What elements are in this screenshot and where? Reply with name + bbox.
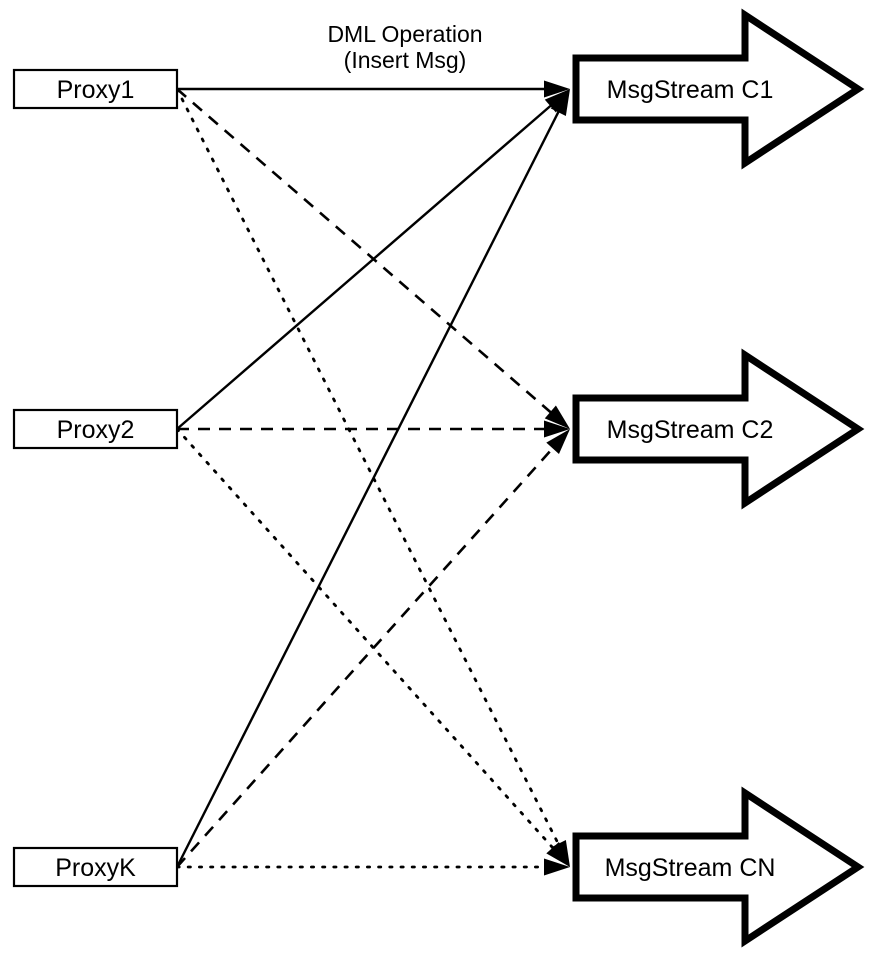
block-arrow-shape[interactable] [572, 786, 865, 948]
proxy-node-proxyk[interactable]: ProxyK [12, 846, 179, 888]
edge-label-dml-operation: DML Operation (Insert Msg) [327, 21, 482, 73]
edges-layer [175, 87, 563, 869]
proxy-label: Proxy2 [57, 416, 135, 444]
arrowhead-proxy2-to-cn [546, 841, 570, 867]
proxy-box[interactable] [12, 68, 179, 110]
msgstream-node-stream_cn[interactable]: MsgStream CN [572, 786, 865, 948]
proxy-box[interactable] [12, 408, 179, 450]
msgstream-node-stream_c1[interactable]: MsgStream C1 [572, 8, 865, 170]
arrowhead-proxy1-to-c2 [544, 405, 570, 429]
arrowhead-proxyk-to-c1 [550, 89, 570, 117]
block-arrow-shape[interactable] [572, 348, 865, 510]
arrowhead-proxy1-to-c1 [544, 80, 570, 98]
msgstream-node-stream_c2[interactable]: MsgStream C2 [572, 348, 865, 510]
arrowheads-layer [544, 80, 570, 876]
proxy-node-proxy2[interactable]: Proxy2 [12, 408, 179, 450]
block-arrow-shape[interactable] [572, 8, 865, 170]
msgstream-label: MsgStream C2 [607, 416, 774, 444]
edge-proxyk-to-c1 [175, 105, 563, 868]
arrowhead-proxy2-to-c2 [544, 420, 570, 438]
arrowhead-proxy2-to-c1 [544, 89, 570, 113]
msgstream-label: MsgStream C1 [607, 76, 774, 104]
proxy-label: ProxyK [55, 854, 136, 882]
edge-proxy1-to-cn [175, 87, 563, 852]
msgstream-label: MsgStream CN [605, 854, 776, 882]
proxy-label: Proxy1 [57, 76, 135, 104]
msgstream-group: MsgStream C1 MsgStream C2 MsgStream CN [572, 8, 865, 948]
proxy-node-proxy1[interactable]: Proxy1 [12, 68, 179, 110]
arrowhead-proxyk-to-c2 [546, 429, 570, 455]
arrowhead-proxyk-to-cn [544, 858, 570, 876]
edge-label-line2: (Insert Msg) [344, 47, 467, 73]
edge-proxy2-to-c1 [176, 100, 557, 430]
edge-proxyk-to-c2 [176, 442, 559, 868]
proxy-box[interactable] [12, 846, 179, 888]
edge-label-line1: DML Operation [327, 21, 482, 47]
edge-proxy1-to-c2 [176, 88, 557, 418]
